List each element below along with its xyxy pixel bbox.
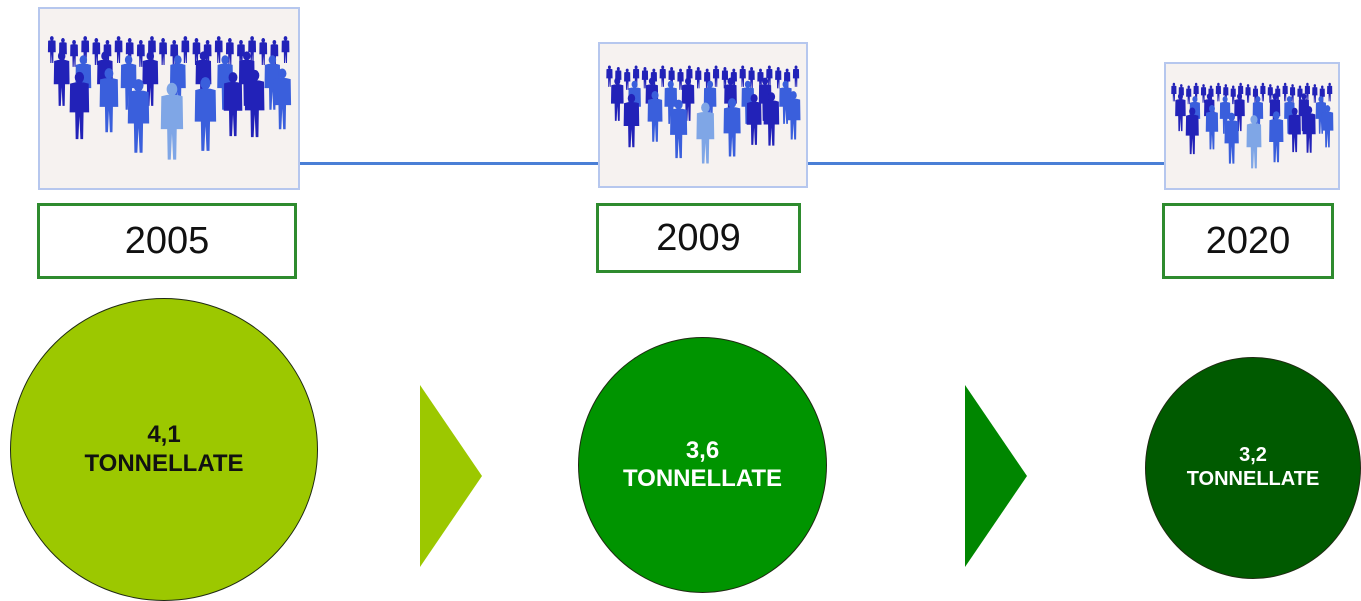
timeline-connector-1 [300,162,598,165]
value-circle-2020: 3,2 TONNELLATE [1145,357,1361,579]
value-amount: 3,6 [685,436,720,464]
year-box-2009: 2009 [596,203,801,273]
year-label: 2005 [124,219,210,262]
year-label: 2020 [1205,219,1291,262]
year-box-2005: 2005 [37,203,297,279]
value-unit: TONNELLATE [84,449,244,477]
timeline-connector-2 [808,162,1164,165]
crowd-image-2020 [1164,62,1340,190]
crowd-people-icon [1171,82,1334,169]
year-label: 2009 [656,216,741,259]
crowd-people-icon [47,36,292,160]
year-box-2020: 2020 [1162,203,1334,279]
value-amount: 3,2 [1239,444,1267,467]
triangle-right-arrow-icon [420,385,482,567]
value-circle-2005: 4,1 TONNELLATE [10,298,318,601]
triangle-right-arrow-icon [965,385,1027,567]
value-circle-2009: 3,6 TONNELLATE [578,337,827,593]
crowd-image-2009 [598,42,808,188]
crowd-people-icon [606,65,801,164]
value-unit: TONNELLATE [1186,468,1320,490]
value-unit: TONNELLATE [622,465,783,492]
value-amount: 4,1 [147,421,181,449]
crowd-image-2005 [38,7,300,190]
